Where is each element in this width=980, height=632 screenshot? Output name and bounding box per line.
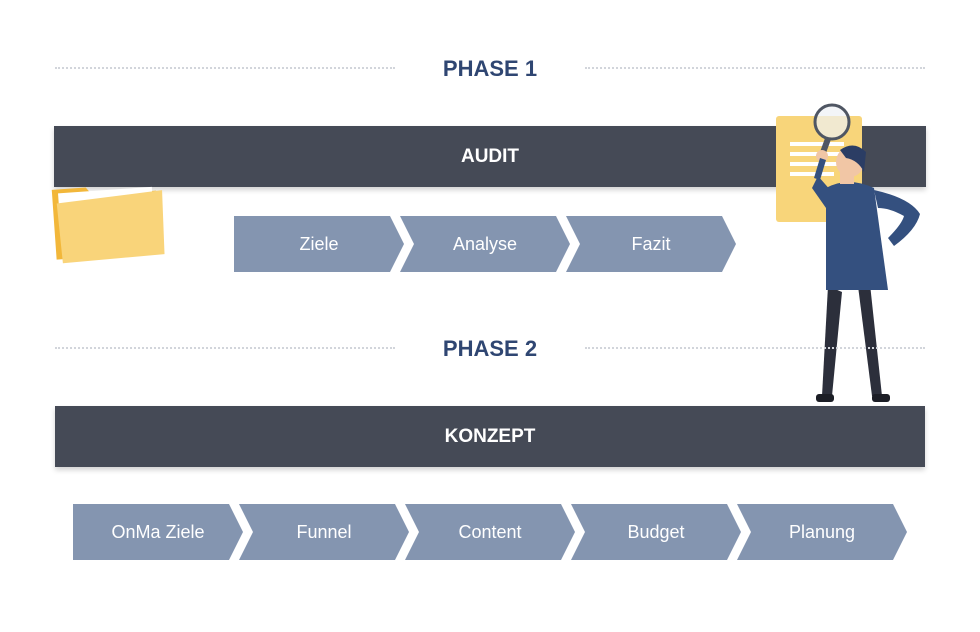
folder-icon: [51, 186, 165, 264]
konzept-bar: KONZEPT: [55, 406, 925, 467]
step-ziele: Ziele: [234, 216, 404, 272]
step-onma-ziele: OnMa Ziele: [73, 504, 243, 560]
step-analyse: Analyse: [400, 216, 570, 272]
step-planung: Planung: [737, 504, 907, 560]
step-analyse-label: Analyse: [452, 233, 518, 254]
phase2-divider-right: [585, 347, 925, 349]
step-fazit: Fazit: [566, 216, 736, 272]
phase1-divider-left: [55, 67, 395, 69]
step-funnel-label: Funnel: [296, 521, 352, 542]
step-planung-label: Planung: [788, 521, 856, 542]
person-illustration: [776, 103, 920, 402]
step-ziele-label: Ziele: [299, 233, 339, 254]
audit-bar-label: AUDIT: [460, 145, 520, 167]
step-budget-label: Budget: [627, 521, 685, 542]
step-budget: Budget: [571, 504, 741, 560]
konzept-bar-label: KONZEPT: [444, 425, 536, 447]
phase1-title: PHASE 1: [442, 56, 538, 81]
step-content: Content: [405, 504, 575, 560]
phase2-divider-left: [55, 347, 395, 349]
step-funnel: Funnel: [239, 504, 409, 560]
step-content-label: Content: [458, 521, 522, 542]
phase2-title: PHASE 2: [442, 336, 538, 361]
step-onma-ziele-label: OnMa Ziele: [111, 521, 205, 542]
step-fazit-label: Fazit: [631, 233, 671, 254]
phase1-divider-right: [585, 67, 925, 69]
